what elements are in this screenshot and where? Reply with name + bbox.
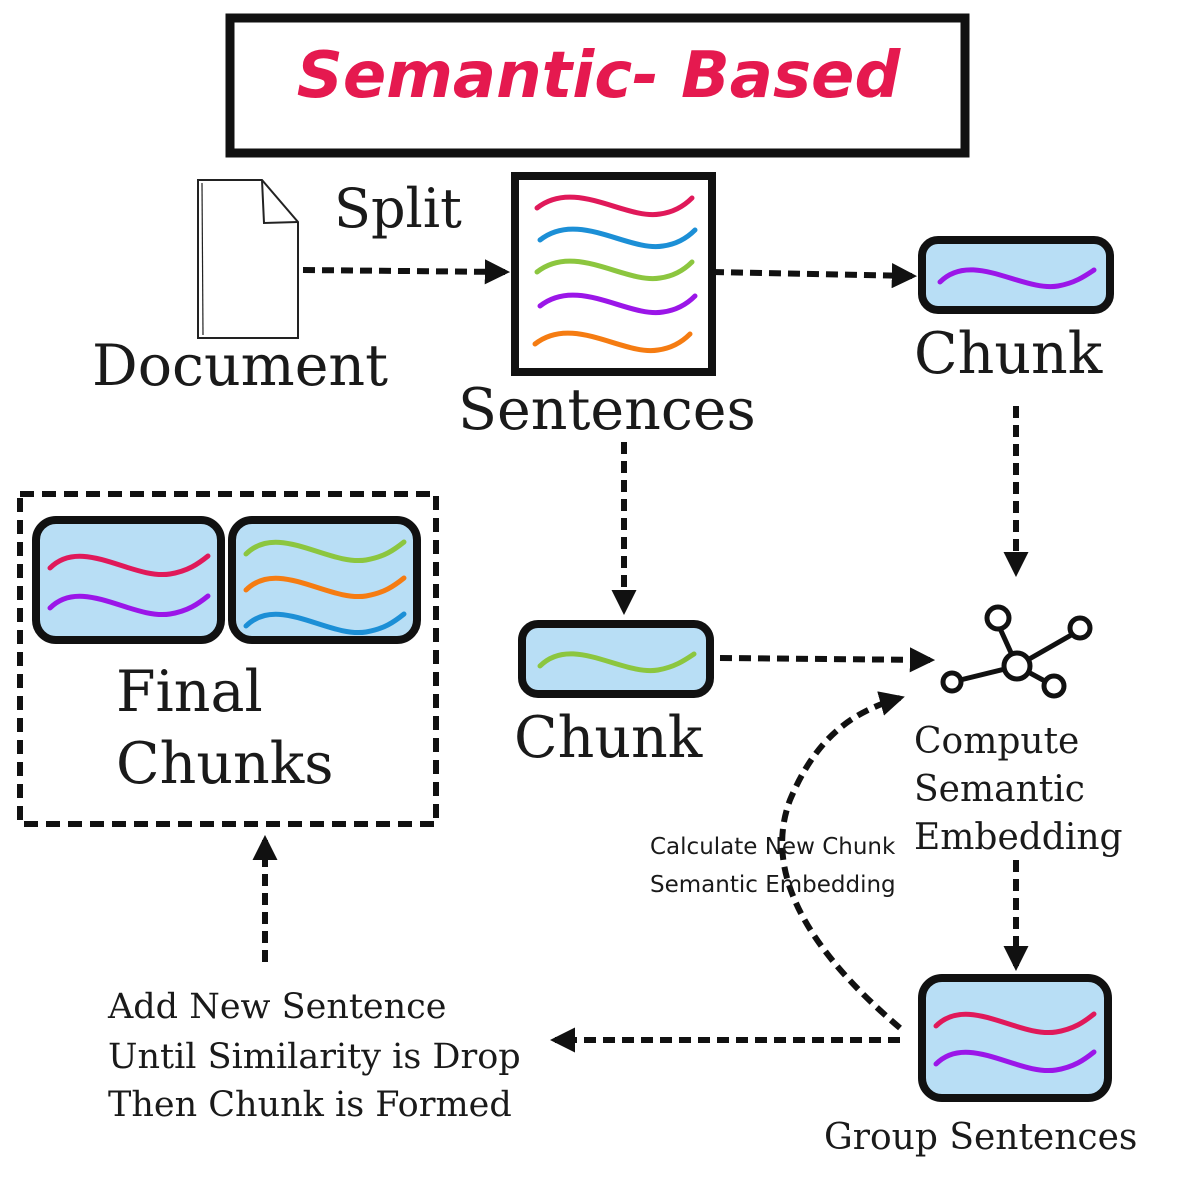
sentences-label: Sentences [458, 377, 756, 443]
group-sentences-box [918, 974, 1112, 1102]
compute-label-line2: Semantic [914, 769, 1085, 810]
final-label-line1: Final [116, 659, 263, 725]
chunk-box-middle [518, 620, 714, 698]
group-sentences-label: Group Sentences [824, 1117, 1138, 1158]
arrow-document-to-sentences [302, 259, 511, 285]
document-icon [197, 179, 299, 339]
split-label: Split [334, 177, 462, 240]
final-label-line2: Chunks [116, 731, 334, 797]
arrow-sentences-to-chunk [711, 262, 918, 289]
page-title: Semantic- Based [296, 39, 901, 113]
arrows [252, 259, 1029, 1053]
add-label-line2: Until Similarity is Drop [108, 1037, 521, 1077]
arrow-mid-chunk-to-network [719, 647, 936, 673]
calculate-label-line2: Semantic Embedding [650, 872, 896, 898]
chunk-box-top [918, 236, 1114, 314]
arrow-loop-back [779, 691, 905, 1031]
compute-label-line1: Compute [914, 721, 1080, 762]
network-icon [940, 604, 1093, 699]
chunk-label-top: Chunk [914, 321, 1103, 387]
calculate-label-line1: Calculate New Chunk [650, 834, 896, 860]
final-chunks-container [17, 491, 439, 827]
title-box [225, 13, 970, 158]
add-label-line3: Then Chunk is Formed [108, 1085, 512, 1125]
chunk-label-middle: Chunk [514, 705, 703, 771]
sentences-box [511, 172, 716, 376]
add-label-line1: Add New Sentence [108, 987, 447, 1027]
document-label: Document [92, 333, 389, 399]
compute-label-line3: Embedding [914, 817, 1123, 858]
